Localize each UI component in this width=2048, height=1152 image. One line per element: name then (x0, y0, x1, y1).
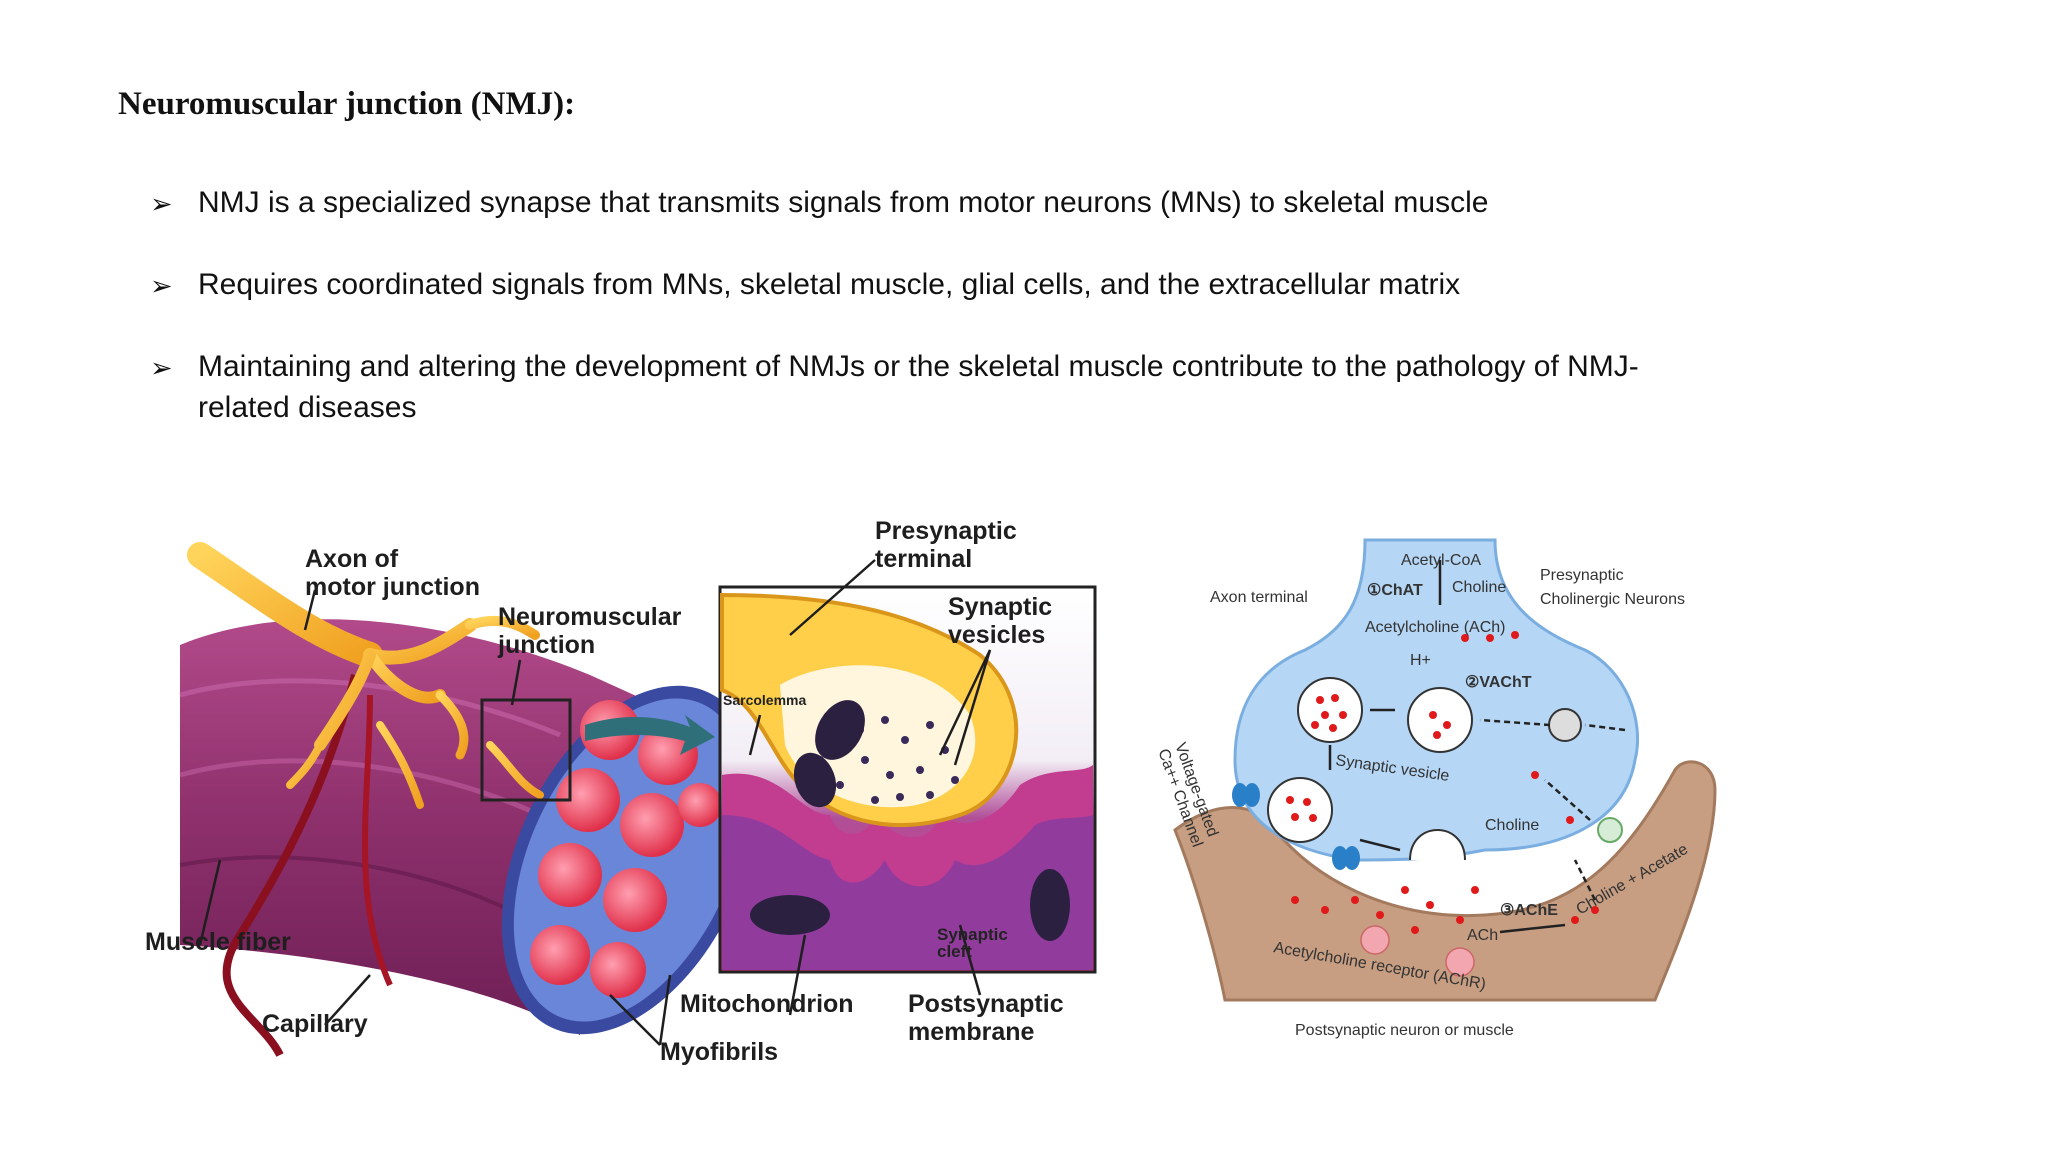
synapse-inset (718, 585, 1097, 974)
bullet-item: ➢ NMJ is a specialized synapse that tran… (150, 182, 1710, 223)
h-plus-label: H+ (1410, 652, 1431, 669)
bullet-text: Requires coordinated signals from MNs, s… (198, 268, 1461, 301)
ca-channel-label: Voltage-gatedCa++ Channel (1155, 741, 1223, 850)
myofibrils-label: Myofibrils (660, 1038, 778, 1066)
ache-label: ③AChE (1500, 902, 1558, 919)
arrow-bullet-icon: ➢ (150, 189, 173, 219)
bullet-item: ➢ Maintaining and altering the developme… (150, 346, 1710, 428)
vesicle-shapes (1267, 677, 1582, 861)
choline-mid-label: Choline (1485, 817, 1539, 834)
capillary-vessel (222, 674, 359, 1057)
achr-shapes (1360, 925, 1475, 977)
bullet-text: Maintaining and altering the development… (198, 350, 1639, 424)
pathway-arrows (1328, 560, 1626, 934)
axon-terminal-label: Axon terminal (1210, 589, 1308, 606)
arrow-bullet-icon: ➢ (150, 353, 173, 383)
cholinergic-synapse-figure: Acetyl-CoA Axon terminal ①ChAT Choline P… (1155, 538, 1717, 1039)
muscle-fiber-label: Muscle fiber (145, 928, 291, 956)
slide-title: Neuromuscular junction (NMJ): (118, 86, 576, 122)
mitochondrion-label: Mitochondrion (680, 990, 854, 1018)
label-leaders (198, 559, 992, 1046)
ca-channel-shapes (1232, 783, 1360, 870)
ache-enzyme-shape (1597, 817, 1623, 843)
motor-axon-shape (187, 542, 544, 809)
ach-dots (1286, 631, 1599, 934)
nmj-highlight-box (480, 698, 572, 802)
postsynaptic-cell-shape (1173, 760, 1717, 1002)
fiber-cross-section (501, 685, 759, 1035)
bullet-text: NMJ is a specialized synapse that transm… (198, 186, 1489, 219)
choline-top-label: Choline (1452, 579, 1506, 596)
capillary-label: Capillary (262, 1010, 368, 1038)
ach-small-label: ACh (1467, 927, 1498, 944)
postsynaptic-label: Postsynaptic neuron or muscle (1295, 1022, 1514, 1039)
bullet-list: ➢ NMJ is a specialized synapse that tran… (150, 182, 1710, 469)
chat-label: ①ChAT (1367, 582, 1423, 599)
zoom-arrow (585, 715, 715, 755)
bullet-item: ➢ Requires coordinated signals from MNs,… (150, 264, 1710, 305)
acetyl-coa-label: Acetyl-CoA (1401, 552, 1481, 569)
ach-label: Acetylcholine (ACh) (1365, 619, 1506, 636)
vacht-label: ②VAChT (1465, 674, 1532, 691)
sarcolemma-label: Sarcolemma (723, 692, 806, 708)
arrow-bullet-icon: ➢ (150, 271, 173, 301)
